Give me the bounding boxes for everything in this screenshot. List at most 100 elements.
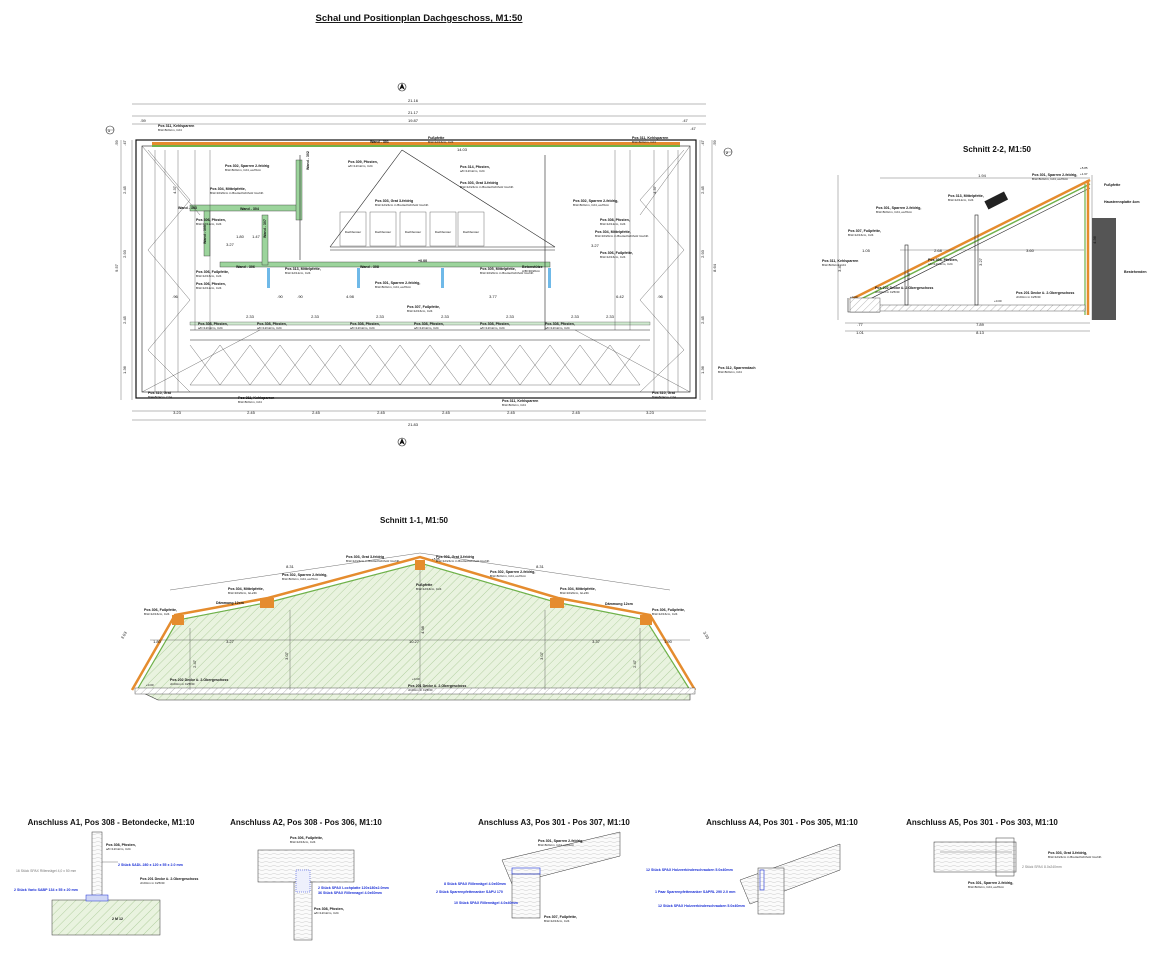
- dim-label: 8.64: [712, 263, 717, 272]
- label-sub: B/H=8/24cm, C24: [718, 370, 742, 374]
- label-title: Pos 201 Decke ü. 2.Obergeschoss: [408, 684, 466, 688]
- section22-dims: 1.94 4.36 2.68 3.60 3.27 1.01 .77 7.89 8…: [837, 173, 1097, 335]
- label-title: Fußpfette: [1104, 183, 1120, 187]
- dim-label: 3.03: [702, 631, 711, 641]
- detail-blue-text: 2 Stück Vario SABP 134 x 55 x 20 mm: [14, 888, 78, 892]
- label-sub: B/H=8/24cm, C24, e≤70cm: [876, 210, 913, 214]
- label-title: Pos 301, Sparren 2-feldrig,: [1032, 173, 1077, 177]
- dim-label: 3.77: [489, 294, 498, 299]
- label-title: Haustrennplatte 4cm: [1104, 200, 1140, 204]
- dim-label: 3.37: [592, 639, 601, 644]
- wall-302: [295, 159, 303, 221]
- dim-label: 4.98: [346, 294, 355, 299]
- label-sub: B/H=8/24cm, C24, e≤70cm: [282, 577, 319, 581]
- detail-text: B/H=8/24cm, C24, e≤70cm: [968, 885, 1005, 889]
- label-sub: B/H=8/24cm, C24: [822, 263, 846, 267]
- dim-label: 2.33: [441, 314, 450, 319]
- level-label: +5.85: [1080, 166, 1088, 170]
- dim-label: 2.47: [906, 271, 911, 280]
- dim-label: .47: [682, 118, 688, 123]
- dim-label: .96: [172, 294, 178, 299]
- dim-label: 2.33: [311, 314, 320, 319]
- existing-building: [1092, 218, 1116, 320]
- label-sub: d=20cm in C25/30: [408, 688, 433, 692]
- detail-a5: Pos 303, Grat 3-feldrig, B/H=12/24cm in …: [933, 837, 1102, 889]
- label-sub: B/H=8/24cm, C24, e≤70cm: [375, 285, 412, 289]
- dim-label: 14.03: [457, 147, 468, 152]
- label-title: Pos 313, Mittelpfette,: [948, 194, 984, 198]
- dim-label: 2.45: [507, 410, 516, 415]
- dim-label: 3.03: [120, 630, 129, 640]
- label-title: Pos 311, Kehlsparren: [502, 399, 538, 403]
- wall-label: Wand - 306: [236, 265, 255, 269]
- wall-label: Wand - 303: [178, 206, 197, 210]
- level-label: +0.00: [418, 259, 427, 263]
- label-title: Pos 304, Mittelpfette,: [228, 587, 264, 591]
- label-title: Pos 308, Pfosten,: [414, 322, 444, 326]
- dim-label: .77: [857, 322, 863, 327]
- dachfenster-label: Dachfenster: [463, 230, 479, 234]
- detail-text: 2 M 12: [112, 917, 123, 921]
- label-title: Pos 309, Pfosten,: [348, 160, 378, 164]
- label-title: Pos 308, Pfosten,: [257, 322, 287, 326]
- section22-labels: Pos 301, Sparren 2-feldrig, B/H=8/24cm, …: [822, 166, 1147, 303]
- dim-label: 2.33: [376, 314, 385, 319]
- label-title: Pos 306, Pfosten,: [196, 218, 226, 222]
- label-title: Pos 301, Sparren 2-feldrig,: [375, 281, 420, 285]
- detail-a2-title: Anschluss A2, Pos 308 - Pos 306, M1:10: [230, 818, 382, 827]
- label-sub: B/H=12/12cm, C24: [285, 271, 311, 275]
- detail-text: d=20cm in C25/30: [140, 881, 165, 885]
- level-label: +5.85: [432, 557, 440, 561]
- dim-label: 3.27: [226, 639, 235, 644]
- label-title: Pos 304, Mittelpfette,: [560, 587, 596, 591]
- dim-label: 1.36: [122, 365, 127, 374]
- label-sub: B/H=12/16cm, C24: [407, 309, 433, 313]
- dim-label: .59: [712, 139, 717, 145]
- detail-a5-title: Anschluss A5, Pos 301 - Pos 303, M1:10: [906, 818, 1058, 827]
- detail-text: Pos 301, Sparren 2-feldrig,: [538, 839, 583, 843]
- detail-text: Pos 308, Pfosten,: [106, 843, 136, 847]
- plan-dims-right: 2.45 2.93 8.64 2.45 1.36 .47 .59: [700, 139, 717, 373]
- label-sub: B/H=12/16cm, C24: [196, 274, 222, 278]
- dim-label: 4.36: [1092, 235, 1097, 244]
- north-arrow-bottom-icon: [397, 437, 407, 447]
- dachfenster-label: Dachfenster: [375, 230, 391, 234]
- level-label: +1.67: [1080, 172, 1088, 176]
- detail-a1-title: Anschluss A1, Pos 308 - Betondecke, M1:1…: [28, 818, 195, 827]
- label-sub: B/H=16/20cm in Brettschichtholz GL24h: [595, 234, 649, 238]
- detail-blue-text: 8 Stück SPAX Rillennägel 4.0x60mm: [444, 882, 506, 886]
- dim-label: 2.45: [377, 410, 386, 415]
- dim-label: 2.47: [192, 659, 197, 668]
- dim-label: 21.16: [408, 98, 419, 103]
- label-title: Pos 308, Pfosten,: [350, 322, 380, 326]
- plan-labels: Pos 311, Kehlsparren B/H=8/24cm, C24 Pos…: [108, 124, 756, 407]
- label-title: Fußpfette: [428, 136, 444, 140]
- label-sub: B/H=8/24cm, C24, e≤70cm: [225, 168, 262, 172]
- dim-label: 1.80: [236, 234, 245, 239]
- dim-label: 21.83: [408, 422, 419, 427]
- label-sub: a/h=12/12cm, C24: [257, 326, 282, 330]
- dim-label: 1.90: [664, 639, 673, 644]
- label-sub: B/H=12/12cm, C24: [600, 222, 626, 226]
- detail-a1: Pos 308, Pfosten, a/h=12/12cm, C24 Pos 2…: [14, 831, 198, 936]
- section-2-2: 1.94 4.36 2.68 3.60 3.27 1.01 .77 7.89 8…: [822, 166, 1147, 335]
- dachfenster-label: Dachfenster: [345, 230, 361, 234]
- label-title: Pos 311, Kehlsparren: [822, 259, 858, 263]
- dim-label: 2.45: [247, 410, 256, 415]
- detail-gray-text: 16 Stück SPAX Rillennägel 4,0 x 50 mm: [16, 869, 76, 873]
- dim-label: .59: [140, 118, 146, 123]
- section-marker-left-icon: [105, 125, 115, 135]
- label-sub: B/H=8/24cm, C24: [502, 403, 526, 407]
- detail-text: Pos 201 Decke ü. 2.Obergeschoss: [140, 877, 198, 881]
- label-title: Pos 307, Fußpfette,: [848, 229, 881, 233]
- wall-306: [219, 261, 551, 268]
- level-label: +0.00: [146, 683, 154, 687]
- label-title: Pos 312, Sparrendach: [718, 366, 756, 370]
- label-sub: B/H=8/24cm, C24: [238, 400, 262, 404]
- plan-dims-inner: 14.03 3.27 3.27 4.98 3.77 6.42 2.33 2.33…: [172, 147, 664, 319]
- label-sub: a/h=12/12cm, C24: [348, 164, 373, 168]
- label-title: Pos 308, Pfosten,: [545, 322, 575, 326]
- dim-label: 4.37: [172, 185, 177, 194]
- plan-dims-top: 21.16 21.17 19.87 .59 .47 .47: [140, 98, 696, 131]
- label-title: Pos 301, Sparren 2-feldrig,: [876, 206, 921, 210]
